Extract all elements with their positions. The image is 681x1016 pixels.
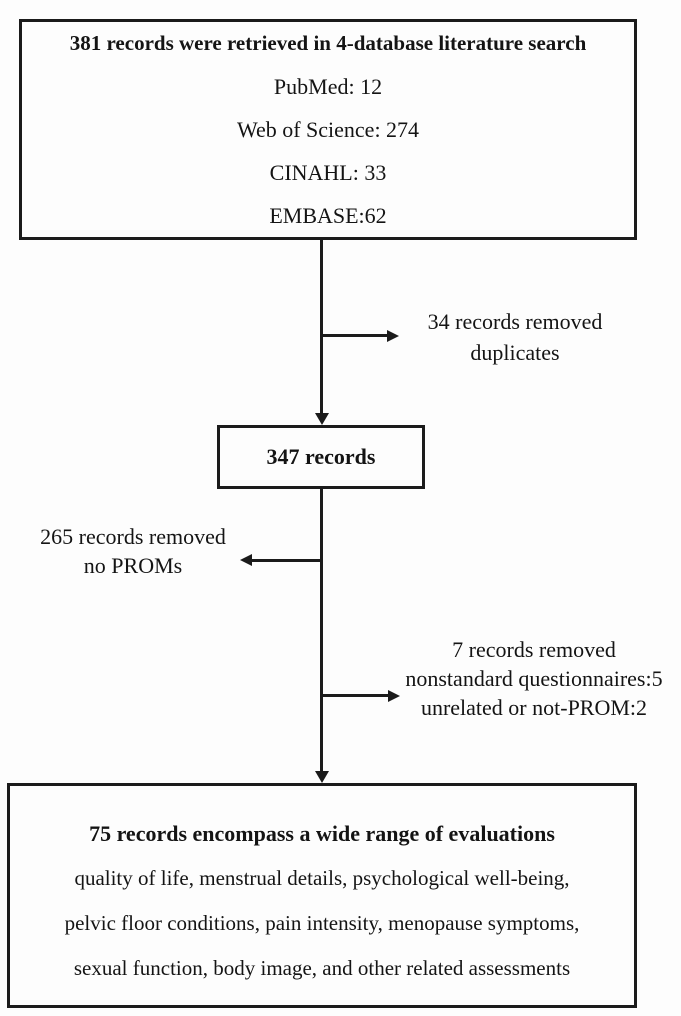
records-after-dedup-box: 347 records <box>217 425 425 489</box>
arrow-right-icon <box>387 330 399 342</box>
database-count-embase: EMBASE:62 <box>269 203 387 228</box>
exclusion-note-no-proms: 265 records removed no PROMs <box>23 522 243 580</box>
included-records-box: 75 records encompass a wide range of eva… <box>7 783 637 1008</box>
exclusion-nonstandard-line3: unrelated or not-PROM:2 <box>420 695 648 720</box>
database-count-cinahl: CINAHL: 33 <box>269 160 387 185</box>
branch-line-no-proms <box>251 559 322 562</box>
arrow-right-icon <box>388 690 400 702</box>
included-records-detail-2: pelvic floor conditions, pain intensity,… <box>64 911 580 935</box>
arrow-left-icon <box>240 554 252 566</box>
arrow-down-icon <box>315 771 329 783</box>
branch-line-duplicates <box>322 334 388 337</box>
connector-line-top-to-middle <box>320 240 323 414</box>
exclusion-nonstandard-line1: 7 records removed <box>452 637 616 662</box>
exclusion-no-proms-line1: 265 records removed <box>40 524 226 549</box>
included-records-title: 75 records encompass a wide range of eva… <box>89 821 555 846</box>
records-after-dedup-label: 347 records <box>266 444 376 469</box>
database-count-web-of-science: Web of Science: 274 <box>236 117 420 142</box>
exclusion-duplicates-line1: 34 records removed <box>427 309 603 334</box>
branch-line-nonstandard <box>322 694 389 697</box>
exclusion-duplicates-line2: duplicates <box>470 340 560 365</box>
exclusion-nonstandard-line2: nonstandard questionnaires:5 <box>405 666 663 691</box>
database-count-pubmed: PubMed: 12 <box>273 74 383 99</box>
connector-line-middle-to-bottom <box>320 489 323 771</box>
included-records-detail-3: sexual function, body image, and other r… <box>73 956 571 980</box>
exclusion-no-proms-line2: no PROMs <box>83 553 183 578</box>
exclusion-note-nonstandard: 7 records removed nonstandard questionna… <box>388 635 680 722</box>
arrow-down-icon <box>315 413 329 425</box>
search-results-title: 381 records were retrieved in 4-database… <box>69 31 587 55</box>
exclusion-note-duplicates: 34 records removed duplicates <box>400 306 630 368</box>
search-results-box: 381 records were retrieved in 4-database… <box>19 19 637 240</box>
included-records-detail-1: quality of life, menstrual details, psyc… <box>74 866 570 890</box>
